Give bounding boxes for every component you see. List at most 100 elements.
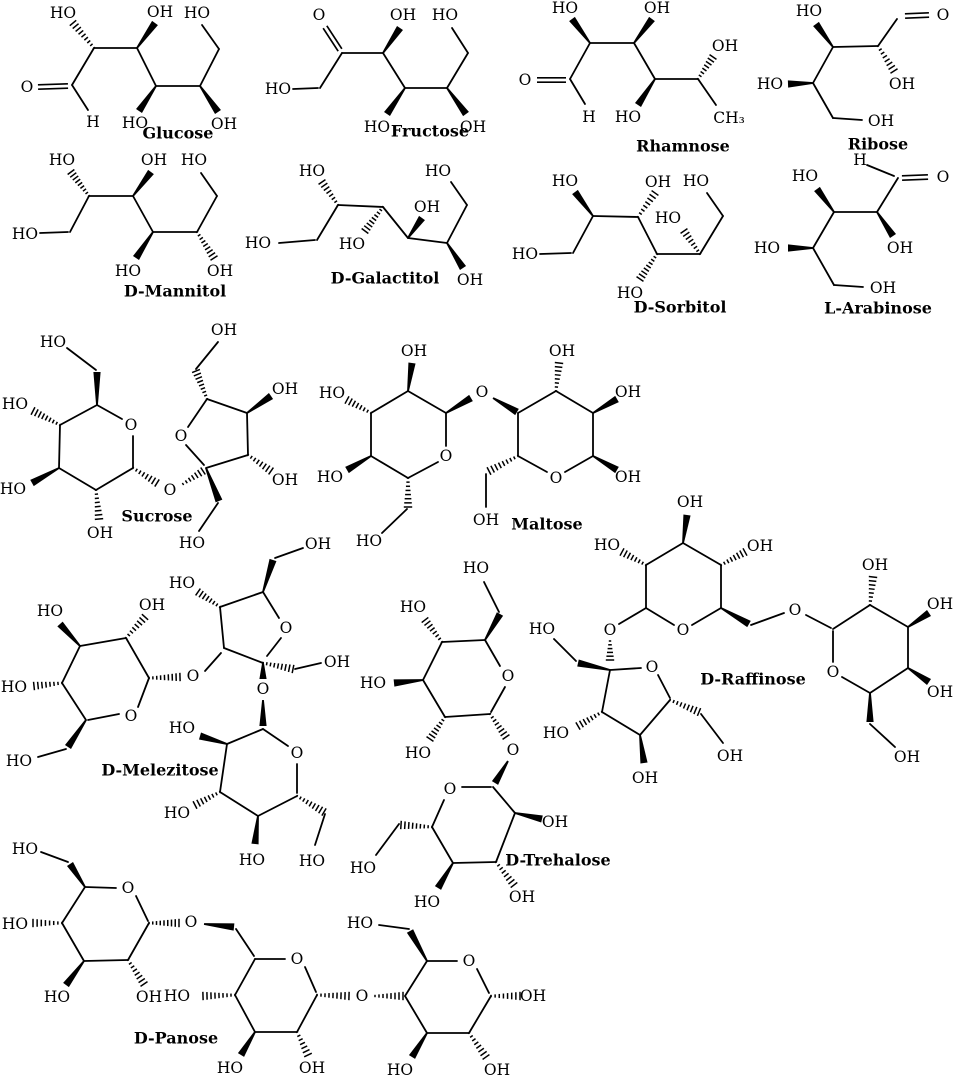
bond-wedge xyxy=(259,663,267,679)
molecule-name-d-mannitol: D-Mannitol xyxy=(124,282,226,301)
bond-hash xyxy=(719,563,723,567)
atom-label: HO xyxy=(1,678,27,696)
bond-hash xyxy=(138,470,142,475)
bond-hash xyxy=(318,178,326,186)
bond-double xyxy=(326,25,343,50)
bond-wedge xyxy=(407,362,416,392)
atom-label: O xyxy=(502,667,515,685)
atom-label: HO xyxy=(543,724,569,742)
atom-label: HO xyxy=(617,284,643,302)
bond-hash xyxy=(126,958,130,962)
bond-hash xyxy=(127,633,131,637)
bond-single xyxy=(292,87,319,90)
atom-label: HO xyxy=(12,840,38,858)
atom-label: HO xyxy=(164,987,190,1005)
bond-hash xyxy=(619,547,625,557)
bond-hash xyxy=(510,881,518,889)
bond-hash xyxy=(362,407,366,412)
bond-single xyxy=(125,637,150,679)
bond-single xyxy=(262,591,280,619)
bond-hash xyxy=(480,1050,488,1057)
bond-hash xyxy=(72,175,79,181)
bond-hash xyxy=(154,479,160,487)
bond-hash xyxy=(83,36,89,41)
bond-hash xyxy=(58,423,62,427)
bond-hash xyxy=(882,54,888,59)
bond-hash xyxy=(264,465,271,473)
bond-hash xyxy=(732,554,737,561)
bond-single xyxy=(601,669,611,713)
bond-wedge xyxy=(633,16,655,44)
bond-single xyxy=(637,216,658,255)
atom-label: OH xyxy=(299,1059,325,1077)
bond-hash xyxy=(208,598,213,604)
atom-label: O xyxy=(789,601,802,619)
atom-label: O xyxy=(463,952,476,970)
bond-single xyxy=(633,42,656,80)
bond-single xyxy=(750,612,785,626)
bond-wedge xyxy=(384,87,406,117)
bond-hash xyxy=(298,1038,303,1042)
atom-label: HO xyxy=(181,151,207,169)
bond-single xyxy=(370,390,409,414)
bond-hash xyxy=(198,383,205,387)
bond-hash xyxy=(709,54,717,60)
bond-single xyxy=(59,404,98,426)
molecule-name-d-panose: D-Panose xyxy=(134,1029,218,1048)
bond-hash xyxy=(74,178,81,184)
atom-label: HO xyxy=(169,719,195,737)
bond-hash xyxy=(280,663,284,670)
bond-hash xyxy=(636,276,644,282)
atom-label: HO xyxy=(6,752,32,770)
bond-single xyxy=(877,18,898,47)
bond-hash xyxy=(361,227,369,235)
bond-hash xyxy=(208,252,216,258)
bond-single xyxy=(569,78,586,105)
bond-hash xyxy=(471,1038,476,1042)
atom-label: OH xyxy=(615,468,641,486)
bond-single xyxy=(370,455,409,479)
bond-single xyxy=(812,82,834,119)
atom-label: HO xyxy=(387,1061,413,1079)
atom-label: OH xyxy=(927,595,953,613)
atom-label: O xyxy=(646,658,659,676)
bond-single xyxy=(592,215,639,218)
bond-single xyxy=(219,591,264,608)
bond-hash xyxy=(351,400,357,408)
bond-hash xyxy=(211,793,215,798)
bond-hash xyxy=(700,70,705,75)
bond-hash xyxy=(138,616,146,624)
bond-hash xyxy=(273,662,276,668)
bond-hash xyxy=(501,460,506,467)
atom-label: HO xyxy=(432,6,458,24)
bond-hash xyxy=(498,727,505,733)
bond-single xyxy=(58,424,61,469)
bond-hash xyxy=(78,29,84,35)
bond-hash xyxy=(878,48,883,52)
atom-label: HO xyxy=(757,75,783,93)
bond-single xyxy=(484,639,501,667)
atom-label: HO xyxy=(405,744,431,762)
atom-label: HO xyxy=(529,620,555,638)
bond-hash xyxy=(276,663,280,669)
atom-label: HO xyxy=(179,534,205,552)
bond-hash xyxy=(199,797,205,805)
bond-hash xyxy=(308,801,313,807)
bond-hash xyxy=(287,664,291,673)
atom-label: HO xyxy=(317,468,343,486)
bond-wedge xyxy=(408,1032,428,1059)
bond-hash xyxy=(200,467,206,475)
bond-single xyxy=(37,748,67,758)
bond-single xyxy=(127,922,150,961)
atom-label: HO xyxy=(364,118,390,136)
bond-wedge xyxy=(407,215,425,239)
bond-single xyxy=(483,581,500,613)
bond-hash xyxy=(640,270,648,276)
bond-wedge xyxy=(382,25,403,54)
bond-hash xyxy=(366,222,373,228)
bond-hash xyxy=(554,373,561,377)
bond-hash xyxy=(311,802,317,810)
